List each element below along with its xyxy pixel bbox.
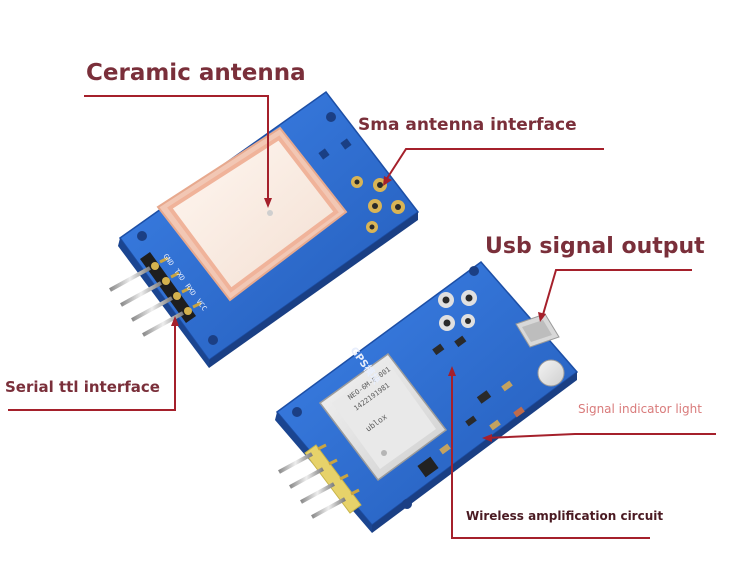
backup-battery xyxy=(537,359,565,387)
leader-serial xyxy=(8,320,176,411)
leader-sma xyxy=(385,148,604,181)
module-board: NEO-6M-0-001 1422191981 ublox GPS模块 xyxy=(275,260,579,533)
leader-usb xyxy=(541,269,692,319)
leader-ceramic xyxy=(84,95,269,205)
usb-signal-output-label: Usb signal output xyxy=(485,234,705,259)
signal-indicator-light-label: Signal indicator light xyxy=(578,402,702,416)
pin-header-left xyxy=(109,252,202,337)
sma-antenna-interface-label: Sma antenna interface xyxy=(358,115,577,135)
ceramic-patch-antenna xyxy=(156,126,348,302)
gps-module-shield: NEO-6M-0-001 1422191981 ublox xyxy=(318,352,448,482)
ceramic-antenna-label: Ceramic antenna xyxy=(86,60,306,86)
sma-pads xyxy=(351,176,405,233)
leader-signal xyxy=(485,433,716,439)
antenna-board: GND TXD RXD VCC xyxy=(109,90,420,368)
pin-header-right xyxy=(278,443,362,519)
leader-wireless xyxy=(451,370,650,539)
micro-usb-connector xyxy=(515,313,560,348)
wireless-amplification-circuit-label: Wireless amplification circuit xyxy=(466,509,664,523)
leader-lines xyxy=(8,95,716,539)
serial-ttl-interface-label: Serial ttl interface xyxy=(5,378,160,396)
